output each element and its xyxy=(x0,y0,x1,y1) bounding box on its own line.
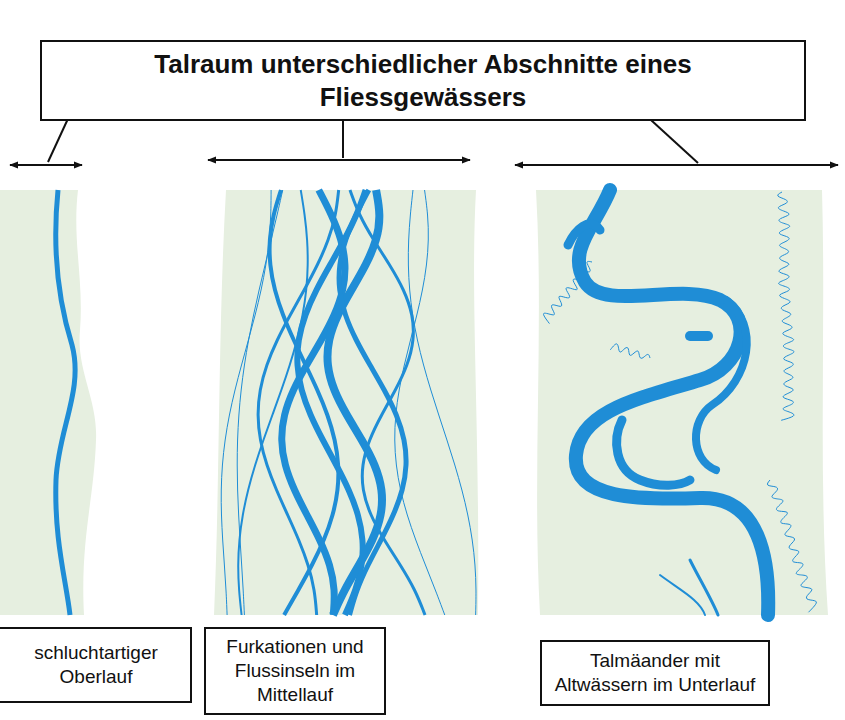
tributary xyxy=(610,344,650,358)
caption-box: schluchtartiger Oberlauf xyxy=(0,627,192,703)
caption-text: schluchtartiger Oberlauf xyxy=(10,641,182,689)
side-channel xyxy=(660,575,705,615)
tributary xyxy=(778,192,794,420)
oxbow xyxy=(568,224,600,245)
title-text: Talraum unterschiedlicher Abschnitte ein… xyxy=(52,48,794,113)
braided-channels xyxy=(221,190,476,615)
meander xyxy=(568,190,768,615)
caption-text: Furkationen und Flussinseln im Mittellau… xyxy=(216,635,374,706)
side-channel xyxy=(696,300,747,470)
side-channel xyxy=(690,560,718,615)
range-arrow xyxy=(208,159,470,161)
river-channel xyxy=(350,190,425,615)
tributaries xyxy=(543,192,816,612)
river-channel xyxy=(258,190,339,615)
oxbow xyxy=(690,331,708,341)
river-channel xyxy=(576,190,768,615)
valley-floor xyxy=(214,190,478,615)
range-arrow xyxy=(515,164,838,166)
oxbow xyxy=(617,420,690,485)
river-channel xyxy=(237,190,283,615)
river-channel xyxy=(408,190,476,615)
river-channel xyxy=(221,190,271,615)
tributary xyxy=(767,480,816,612)
title-box: Talraum unterschiedlicher Abschnitte ein… xyxy=(40,40,806,121)
river-channel xyxy=(238,190,307,615)
caption-box: Furkationen und Flussinseln im Mittellau… xyxy=(204,627,386,715)
valley-floor xyxy=(536,190,828,615)
river-channel xyxy=(339,190,406,615)
river-channel xyxy=(395,190,445,615)
caption-text: Talmäander mit Altwässern im Unterlauf xyxy=(552,649,758,697)
tributary xyxy=(543,261,592,323)
river-channel xyxy=(56,190,75,615)
range-arrow xyxy=(10,164,82,166)
valley-floor xyxy=(0,190,96,615)
caption-box: Talmäander mit Altwässern im Unterlauf xyxy=(540,640,770,706)
